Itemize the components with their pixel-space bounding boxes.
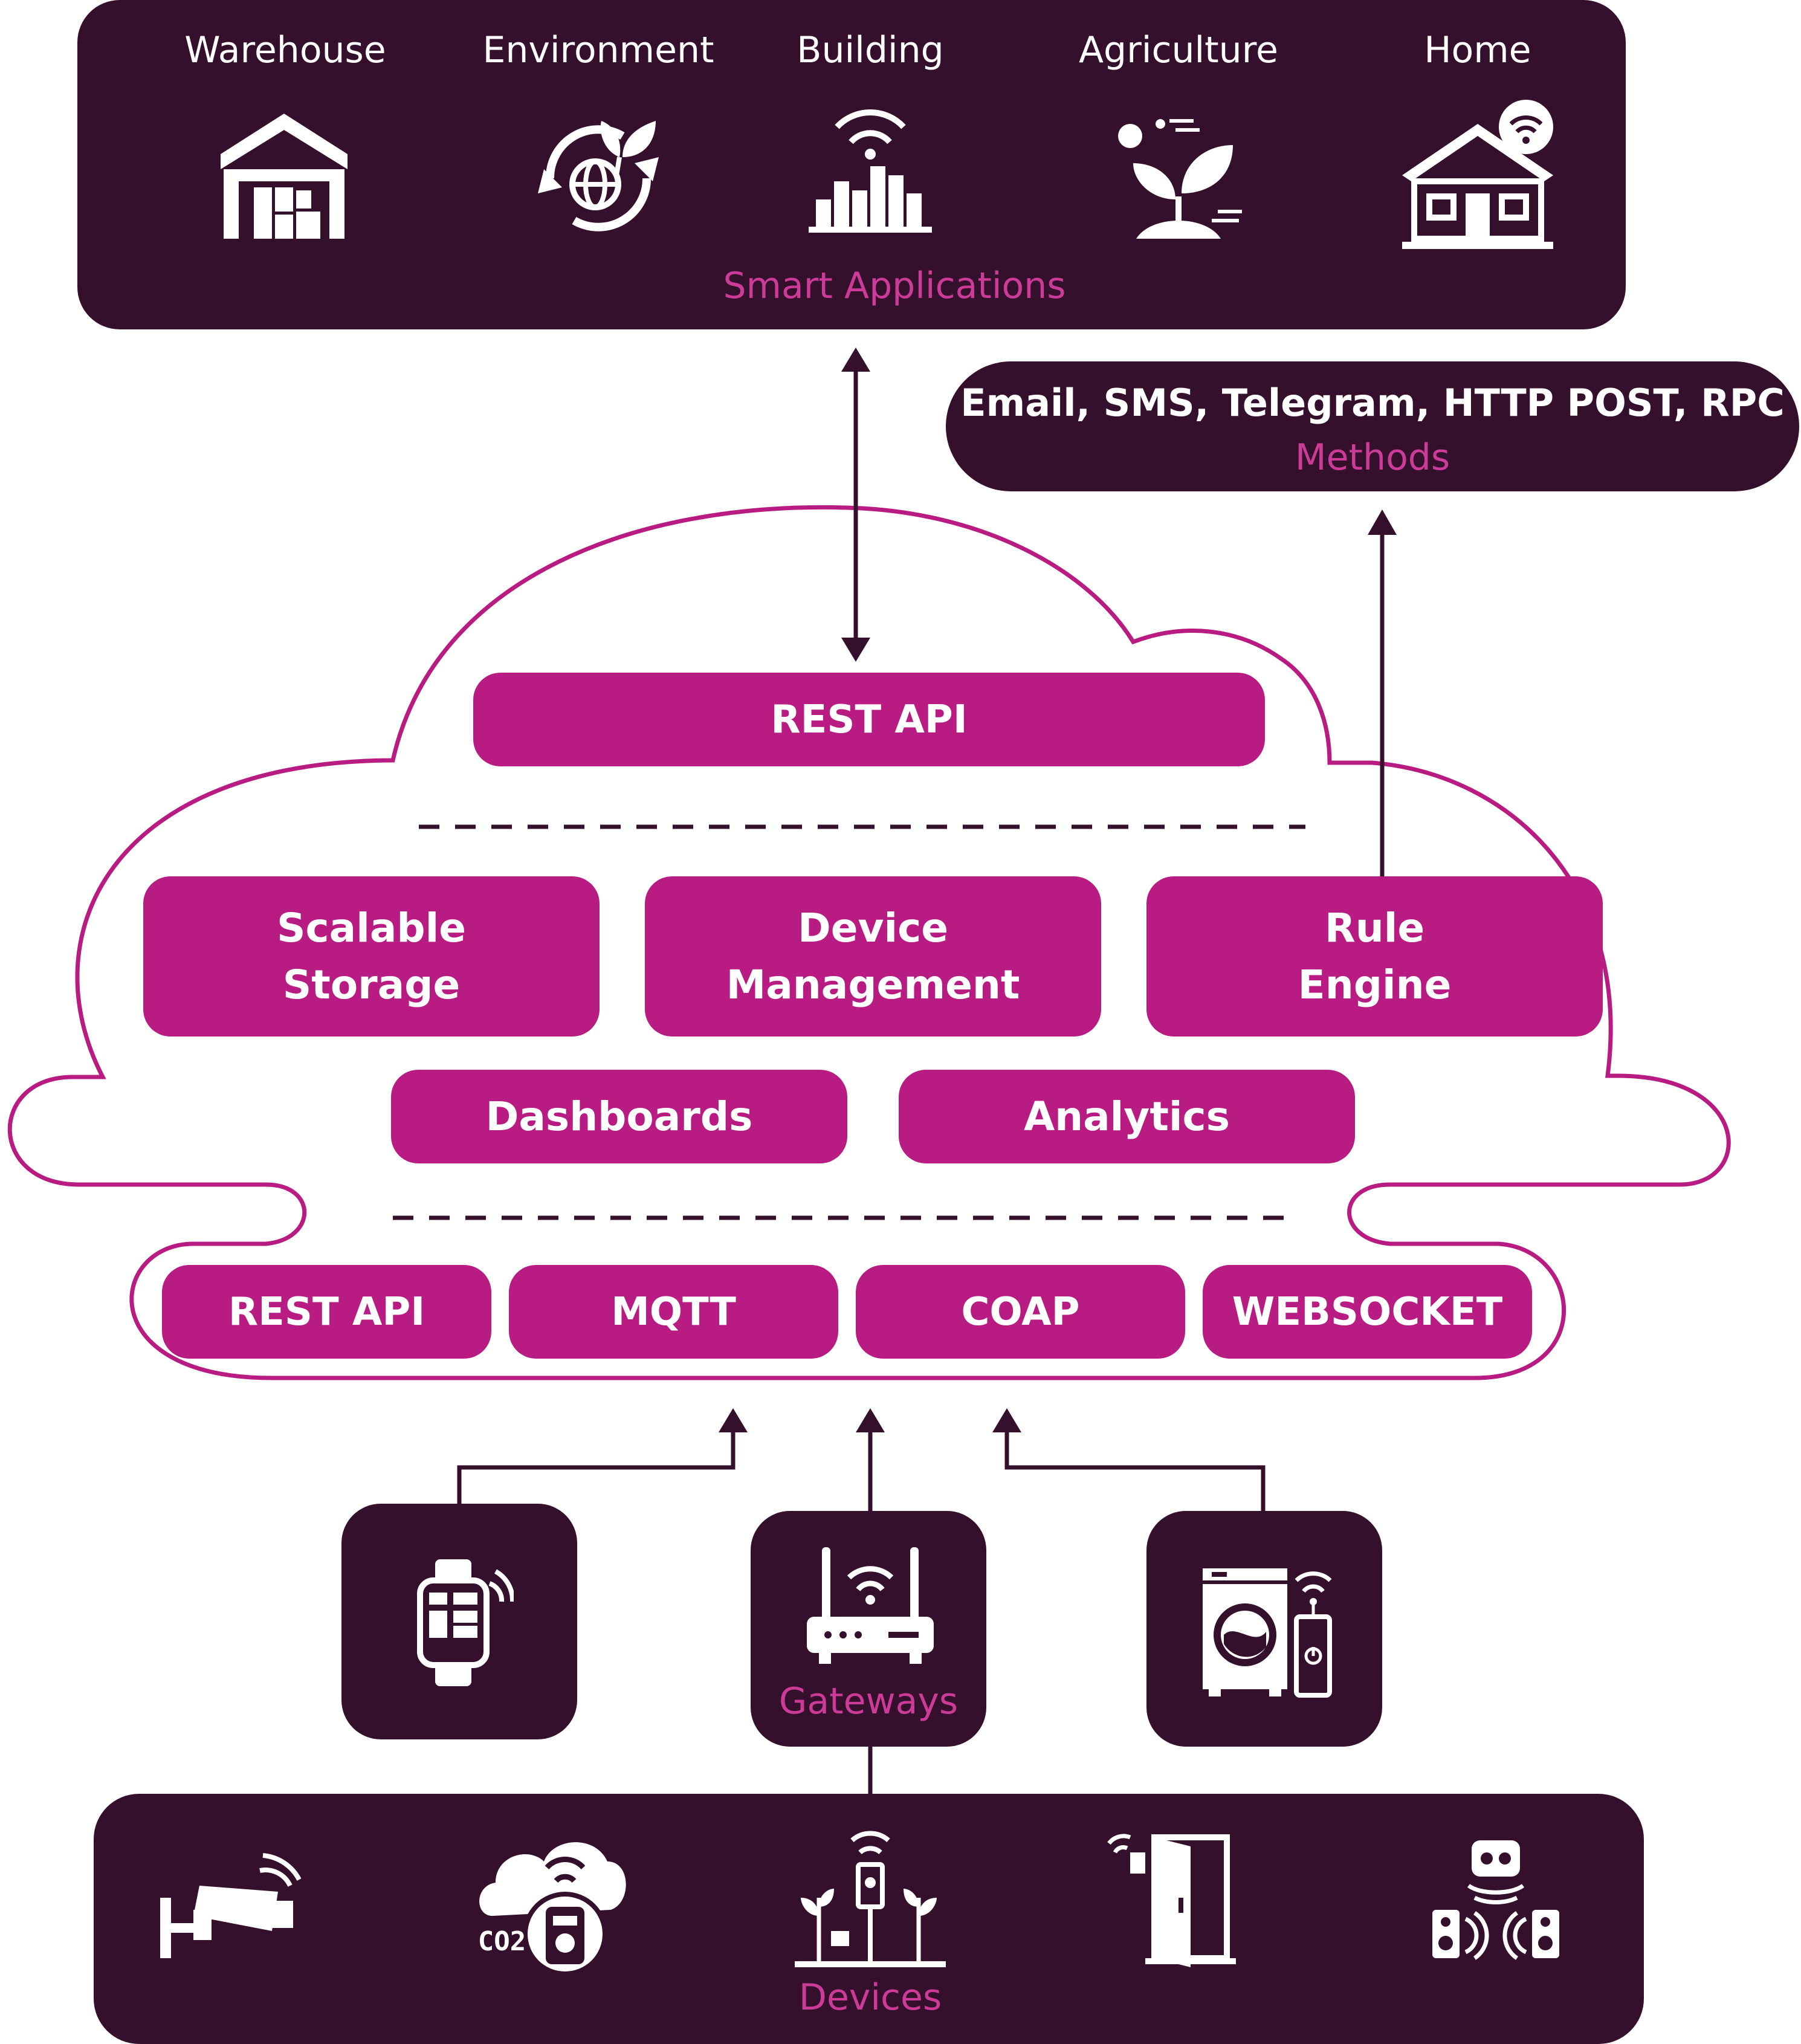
protocol-coap-label: COAP [961, 1289, 1080, 1334]
devices-caption: Devices [798, 1976, 942, 2019]
cloud-outline [7, 505, 1731, 1380]
protocol-websocket-label: WEBSOCKET [1232, 1289, 1503, 1334]
analytics-box: Analytics [899, 1070, 1355, 1163]
category-agriculture: Agriculture [1079, 29, 1278, 71]
router-icon [807, 1547, 934, 1664]
arrow-head-methods [1368, 509, 1397, 535]
methods-list: Email, SMS, Telegram, HTTP POST, RPC [960, 381, 1785, 425]
protocol-mqtt-label: MQTT [611, 1289, 736, 1334]
analytics-label: Analytics [1024, 1093, 1230, 1140]
dashboards-label: Dashboards [485, 1093, 753, 1140]
smart-applications-panel [77, 0, 1626, 329]
protocol-mqtt-box: MQTT [509, 1265, 838, 1359]
smartwatch-icon [417, 1559, 514, 1686]
arrow-head-gateway-center [856, 1408, 885, 1432]
scalable-storage-line1: Scalable [277, 904, 466, 951]
smart-door-icon [1107, 1834, 1236, 1967]
arrow-head-down-api [841, 638, 870, 662]
methods-panel [946, 361, 1799, 491]
category-environment: Environment [482, 29, 714, 71]
arrow-head-gateway-left [719, 1408, 748, 1432]
protocol-coap-box: COAP [856, 1265, 1185, 1359]
agriculture-icon [1118, 119, 1242, 239]
arrow-head-up-apps [841, 348, 870, 372]
methods-caption: Methods [1295, 436, 1450, 479]
rule-engine-box: Rule Engine [1146, 876, 1603, 1037]
co2-sensor-icon [479, 1842, 626, 1976]
device-management-box: Device Management [645, 876, 1101, 1037]
smart-applications-caption: Smart Applications [723, 265, 1066, 307]
scalable-storage-line2: Storage [282, 961, 461, 1008]
device-management-line2: Management [726, 961, 1020, 1008]
speaker-icon [1432, 1840, 1559, 1960]
security-camera-icon [160, 1853, 302, 1958]
category-warehouse: Warehouse [184, 29, 386, 71]
rule-engine-line2: Engine [1298, 961, 1452, 1008]
category-building: Building [797, 29, 944, 71]
environment-icon [538, 121, 659, 231]
top-rest-api-label: REST API [771, 697, 968, 742]
dashboards-box: Dashboards [391, 1070, 847, 1163]
gateways-caption: Gateways [778, 1680, 959, 1722]
warehouse-icon [221, 114, 348, 239]
home-icon [1402, 100, 1553, 249]
device-management-line1: Device [797, 904, 949, 951]
protocol-rest-api-box: REST API [162, 1265, 491, 1359]
protocol-websocket-box: WEBSOCKET [1203, 1265, 1532, 1359]
co2-label: CO2 [477, 1926, 526, 1957]
building-icon [809, 109, 932, 233]
category-home: Home [1424, 29, 1531, 71]
rule-engine-line1: Rule [1324, 904, 1425, 951]
scalable-storage-box: Scalable Storage [143, 876, 600, 1037]
protocol-rest-api-label: REST API [228, 1289, 425, 1334]
washing-machine-icon [1203, 1568, 1332, 1698]
top-rest-api-box: REST API [473, 673, 1265, 766]
arrow-head-gateway-right [992, 1408, 1021, 1432]
soil-sensor-icon [795, 1831, 946, 1967]
